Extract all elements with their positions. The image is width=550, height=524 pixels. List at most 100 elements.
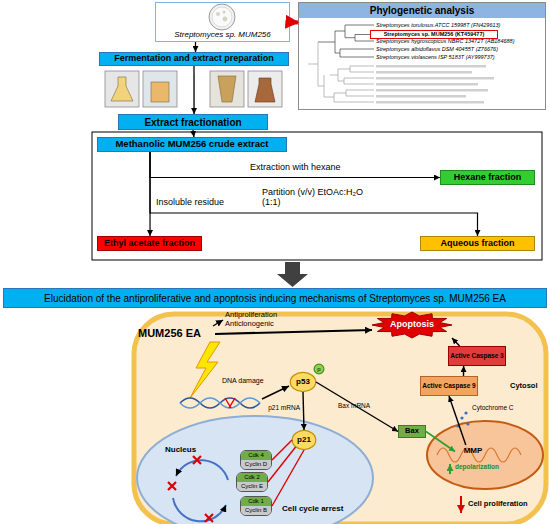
phosphate-circle-outline [314, 364, 324, 374]
text-label: Streptomyces torulosus ATCC 15998T (FN42… [376, 22, 544, 28]
dna-helix [180, 398, 260, 408]
text-label: p21 mRNA [246, 404, 300, 411]
connector-arrow [316, 382, 398, 432]
fermentation-photos [210, 71, 244, 107]
fraction-box: Hexane fraction [440, 170, 535, 185]
cdk-name: Cdk 1 [241, 497, 271, 506]
node-text: Ethyl acetate fraction [104, 239, 195, 249]
text-label: Insoluble residue [156, 198, 246, 208]
connector-arrow [452, 338, 460, 346]
cytochrome-dots [464, 411, 467, 414]
petri-dish [216, 12, 220, 16]
cell-cycle [176, 460, 228, 480]
mitochondrion [427, 421, 543, 489]
trend-arrows [460, 496, 462, 513]
node-text: Active Caspase 9 [422, 382, 475, 389]
node-text: Apoptosis [390, 320, 434, 330]
text-label: Cytochrome C [472, 404, 532, 411]
fermentation-photos [105, 71, 139, 107]
dna-helix [180, 398, 260, 408]
apoptosis-burst: Apoptosis [372, 312, 452, 338]
lightning-bolt [190, 342, 220, 398]
text-label: Bax mRNA [338, 402, 388, 409]
connector-arrow [426, 432, 455, 452]
connector-arrow [272, 440, 292, 460]
highlighted-taxon: Streptomyces sp. MUM256 (KT459477) [370, 30, 498, 39]
cytochrome-dots [460, 416, 463, 419]
petri-dish [209, 4, 235, 30]
text-label: Partition (v/v) EtOAc:H₂O (1:1) [262, 188, 380, 208]
fraction-box: Aqueous fraction [420, 236, 535, 251]
node-text: p [317, 366, 320, 373]
cdk-complex: Cdk 2Cyclin E [236, 472, 268, 492]
extract-box: Methanolic MUM256 crude extract [97, 137, 287, 152]
connector-arrow [303, 392, 304, 430]
node-text: Phylogenetic analysis [299, 3, 545, 18]
connector-arrow [149, 152, 150, 236]
caspase-box: Active Caspase 3 [448, 346, 506, 366]
node-text: Fermentation and extract preparation [114, 54, 274, 64]
nucleus-shape [137, 416, 373, 524]
connector-arrow [463, 366, 465, 376]
fermentation-photos [218, 76, 236, 102]
fractionation-panel [92, 132, 542, 260]
mitochondrion [427, 421, 543, 489]
step-header: Fermentation and extract preparation [99, 52, 289, 66]
pathway-arrows [213, 320, 223, 326]
node-text: Extract fractionation [144, 117, 241, 128]
fermentation-photos [151, 82, 169, 102]
text-label: MUM256 EA [138, 327, 218, 339]
nucleus-shape [137, 416, 373, 524]
connector-arrow [272, 450, 304, 506]
phylogenetic-tree [318, 25, 374, 57]
source-box: Streptomyces sp. MUM256 [155, 2, 290, 42]
cdk-complex: Cdk 1Cyclin B [240, 496, 272, 516]
cell-cycle [173, 498, 226, 521]
node-text: Streptomyces sp. MUM256 (KT459477) [384, 31, 485, 37]
text-label: Cell proliferation [468, 500, 544, 508]
membrane-label-box: MMP [455, 445, 491, 458]
cyclin-name: Cyclin D [241, 460, 271, 469]
protein-ellipse: p21 [292, 430, 316, 450]
pathway-arrows [262, 386, 289, 399]
cytochrome-dots [456, 424, 459, 427]
connector-arrow [290, 20, 298, 25]
fermentation-photos [143, 71, 177, 107]
node-text: Elucidation of the antiproliferative and… [44, 293, 506, 304]
text-label: Streptomyces albidoflavus DSM 40455T (Z7… [376, 46, 544, 52]
text-label: Extraction with hexane [250, 163, 380, 173]
cytochrome-dots [456, 411, 469, 427]
node-text: Aqueous fraction [440, 239, 514, 249]
node-text: p53 [296, 378, 310, 387]
node-text: MMP [464, 447, 483, 456]
text-label: Anticlonogenic [225, 320, 305, 328]
connector-arrow [195, 42, 196, 52]
caspase-box: Active Caspase 9 [420, 376, 478, 396]
fermentation-photos [248, 71, 282, 107]
node-text: Active Caspase 3 [450, 352, 503, 359]
step-header: Extract fractionation [118, 114, 268, 130]
petri-dish [223, 17, 228, 22]
cytochrome-dots [466, 422, 469, 425]
fermentation-photos [111, 77, 133, 101]
node-text: Streptomyces sp. MUM256 [174, 31, 270, 40]
dna-helix [180, 398, 260, 408]
fractionation-panel [92, 132, 542, 260]
node-text: Bax [405, 427, 419, 435]
node-text: p21 [297, 436, 311, 445]
cdk-name: Cdk 4 [241, 451, 271, 460]
protein-ellipse-outline [290, 372, 315, 391]
trend-arrows [450, 464, 461, 513]
fermentation-photos [255, 78, 275, 102]
connector-arrow [192, 130, 194, 137]
connector-arrow [449, 396, 466, 445]
node-text: Methanolic MUM256 crude extract [115, 139, 268, 149]
text-label: Nucleus [165, 446, 215, 455]
protein-box: Bax [398, 425, 426, 438]
connector-arrow [150, 152, 440, 178]
fraction-box: Ethyl acetate fraction [97, 236, 202, 251]
phosphate-circle: p [314, 364, 324, 374]
